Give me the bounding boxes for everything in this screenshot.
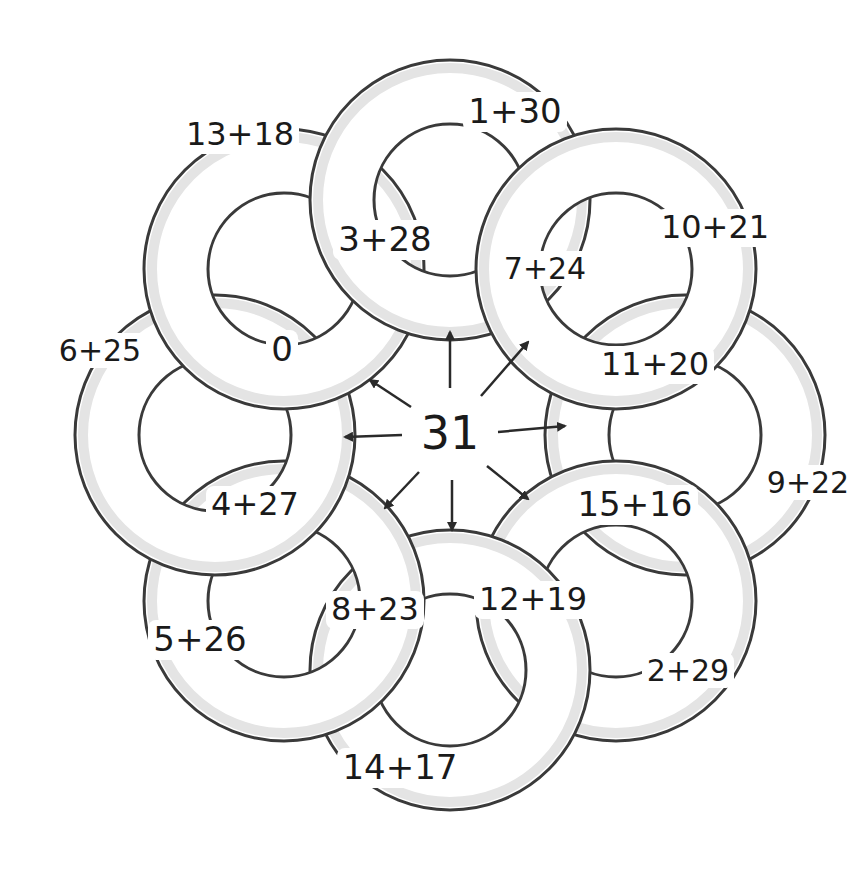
region-number: 2+29 — [642, 653, 734, 688]
band-region: 15+16 — [572, 485, 697, 524]
band-region: 2+29 — [642, 653, 734, 688]
region-number: 11+20 — [596, 346, 714, 383]
region-number: 1+30 — [463, 92, 566, 131]
band-region: 9+22 — [762, 465, 854, 500]
region-number: 9+22 — [762, 465, 854, 500]
region-number: 12+19 — [474, 581, 592, 618]
band-region: 10+21 — [656, 209, 774, 246]
band-region: 7+24 — [499, 251, 591, 286]
band-region: 13+18 — [181, 116, 299, 153]
region-number: 7+24 — [499, 251, 591, 286]
region-number: 10+21 — [656, 209, 774, 246]
region-number: 6+25 — [54, 333, 146, 368]
band-region: 11+20 — [596, 346, 714, 383]
region-number: 15+16 — [572, 485, 697, 524]
band-region: 8+23 — [326, 591, 424, 628]
band-region: 12+19 — [474, 581, 592, 618]
region-number: 3+28 — [333, 220, 436, 259]
band-region: 0 — [266, 330, 298, 369]
band-region: 6+25 — [54, 333, 146, 368]
region-number: 14+17 — [337, 748, 462, 787]
region-number: 5+26 — [148, 620, 251, 659]
band-region: 4+27 — [206, 486, 304, 523]
region-number: 4+27 — [206, 486, 304, 523]
band-region: 31 — [416, 407, 485, 460]
band-region: 3+28 — [333, 220, 436, 259]
band-region: 1+30 — [463, 92, 566, 131]
band-region: 5+26 — [148, 620, 251, 659]
region-number: 13+18 — [181, 116, 299, 153]
region-number: 31 — [416, 407, 485, 460]
band-region: 14+17 — [337, 748, 462, 787]
region-number: 0 — [266, 330, 298, 369]
region-number: 8+23 — [326, 591, 424, 628]
